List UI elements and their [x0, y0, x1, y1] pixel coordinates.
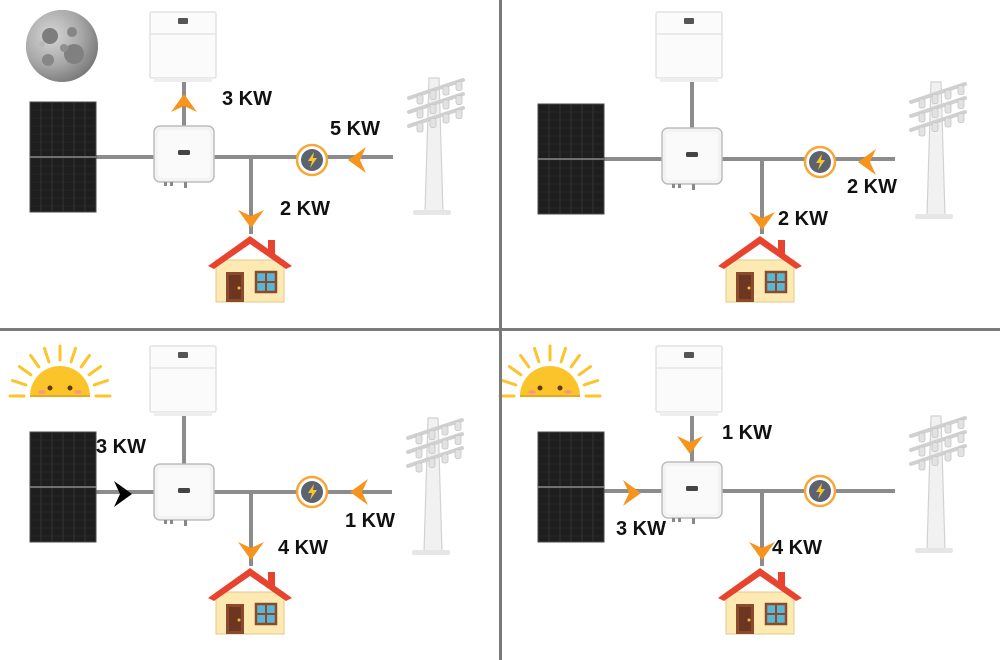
scenario-idle: 2 KW 2 KW: [500, 0, 1000, 330]
inverter-icon: [153, 125, 215, 188]
house-flow-arrow: [749, 542, 775, 560]
utility-pole-icon: [909, 415, 967, 553]
scenario-night: 3 KW 5 KW 2 KW: [0, 0, 500, 330]
house-flow-arrow: [238, 542, 264, 560]
inverter-icon: [153, 463, 215, 526]
house-flow-label: 2 KW: [280, 198, 330, 220]
solar-panel-icon: [537, 431, 605, 543]
solar-flow-arrow: [114, 481, 132, 507]
solar-panel-icon: [29, 431, 97, 543]
grid-flow-label: 2 KW: [847, 176, 897, 198]
battery-icon: [149, 11, 217, 82]
grid-flow-arrow: [348, 147, 366, 173]
house-icon: [208, 568, 292, 635]
solar-panel-icon: [29, 101, 97, 213]
battery-flow-label: 1 KW: [722, 422, 772, 444]
house-flow-label: 4 KW: [772, 537, 822, 559]
solar-panel-icon: [537, 103, 605, 215]
grid-meter-icon: [803, 145, 837, 179]
scenario-day-solar: 3 KW 1 KW 4 KW: [0, 330, 500, 660]
scenario-drawing-night: [26, 10, 465, 303]
inverter-icon: [661, 461, 723, 524]
solar-flow-arrow: [623, 480, 641, 506]
scenario-day-battery: 1 KW 3 KW 4 KW: [500, 330, 1000, 660]
house-icon: [718, 568, 802, 635]
grid-meter-icon: [295, 143, 329, 177]
solar-flow-label: 3 KW: [96, 436, 146, 458]
battery-icon: [655, 345, 723, 416]
battery-flow-label: 3 KW: [222, 88, 272, 110]
house-flow-arrow: [749, 212, 775, 230]
grid-meter-icon: [803, 474, 837, 508]
sun-icon: [498, 344, 602, 398]
grid-flow-arrow: [350, 479, 368, 505]
house-icon: [208, 236, 292, 303]
battery-flow-arrow: [171, 94, 197, 112]
sun-icon: [8, 344, 112, 398]
scenario-drawing-day-solar: [8, 344, 464, 635]
utility-pole-icon: [406, 417, 464, 555]
scenario-drawing-day-battery: [498, 344, 967, 635]
utility-pole-icon: [909, 81, 967, 219]
grid-flow-label: 5 KW: [330, 118, 380, 140]
battery-icon: [655, 11, 723, 82]
battery-flow-arrow: [677, 436, 703, 454]
moon-icon: [26, 10, 98, 82]
scenario-drawing-idle: [537, 11, 967, 303]
inverter-icon: [661, 127, 723, 190]
solar-flow-label: 3 KW: [616, 518, 666, 540]
house-icon: [718, 236, 802, 303]
utility-pole-icon: [407, 77, 465, 215]
house-flow-label: 2 KW: [778, 208, 828, 230]
grid-meter-icon: [295, 475, 329, 509]
battery-icon: [149, 345, 217, 416]
grid-flow-arrow: [858, 149, 876, 175]
house-flow-arrow: [238, 210, 264, 228]
horizontal-divider: [0, 328, 1000, 331]
house-flow-label: 4 KW: [278, 537, 328, 559]
grid-flow-label: 1 KW: [345, 510, 395, 532]
